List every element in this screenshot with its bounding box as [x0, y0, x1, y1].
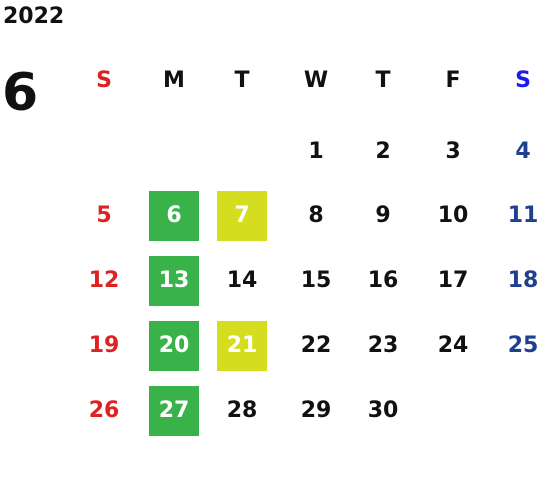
- day-cell: 26: [88, 398, 120, 423]
- day-cell: 7: [234, 203, 250, 228]
- weekday-fri: F: [445, 68, 461, 93]
- day-cell: 19: [88, 333, 120, 358]
- day-cell: 25: [507, 333, 539, 358]
- day-cell: 10: [437, 203, 469, 228]
- year-label: 2022: [3, 4, 65, 29]
- day-cell: 14: [226, 268, 258, 293]
- day-cell: 1: [308, 139, 324, 164]
- day-highlight-yellow: [217, 321, 267, 371]
- day-cell: 24: [437, 333, 469, 358]
- day-cell: 16: [367, 268, 399, 293]
- day-highlight-green: [149, 386, 199, 436]
- day-cell: 21: [226, 333, 258, 358]
- day-cell: 11: [507, 203, 539, 228]
- day-cell: 9: [375, 203, 391, 228]
- day-highlight-green: [149, 191, 199, 241]
- day-cell: 2: [375, 139, 391, 164]
- day-cell: 17: [437, 268, 469, 293]
- day-cell: 28: [226, 398, 258, 423]
- day-cell: 12: [88, 268, 120, 293]
- day-cell: 20: [158, 333, 190, 358]
- weekday-tue: T: [234, 68, 250, 93]
- day-cell: 30: [367, 398, 399, 423]
- day-cell: 29: [300, 398, 332, 423]
- day-highlight-green: [149, 256, 199, 306]
- month-number: 6: [2, 63, 39, 123]
- day-cell: 27: [158, 398, 190, 423]
- weekday-mon: M: [163, 68, 185, 93]
- day-cell: 8: [308, 203, 324, 228]
- weekday-thu: T: [375, 68, 391, 93]
- day-cell: 18: [507, 268, 539, 293]
- day-cell: 22: [300, 333, 332, 358]
- day-cell: 4: [515, 139, 531, 164]
- day-cell: 6: [166, 203, 182, 228]
- weekday-sat: S: [515, 68, 531, 93]
- weekday-sun: S: [96, 68, 112, 93]
- day-cell: 13: [158, 268, 190, 293]
- day-highlight-yellow: [217, 191, 267, 241]
- day-cell: 3: [445, 139, 461, 164]
- day-cell: 15: [300, 268, 332, 293]
- weekday-wed: W: [303, 68, 329, 93]
- day-cell: 5: [96, 203, 112, 228]
- day-highlight-green: [149, 321, 199, 371]
- day-cell: 23: [367, 333, 399, 358]
